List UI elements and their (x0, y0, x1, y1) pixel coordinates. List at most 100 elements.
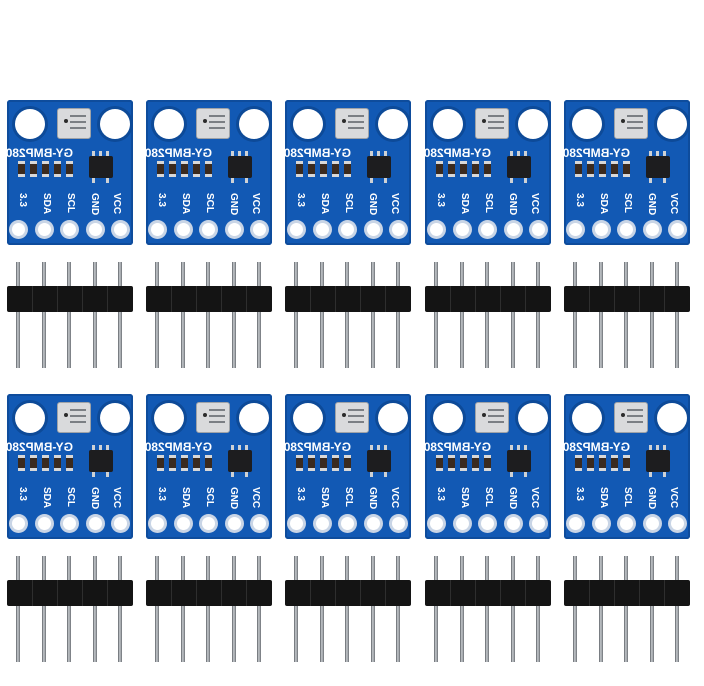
mounting-hole-right (378, 109, 408, 139)
header-divider (196, 580, 197, 606)
header-pin-front (675, 262, 679, 286)
solder-pad (481, 223, 494, 236)
pin-label: SDA (180, 487, 191, 509)
pin-label: SCL (204, 193, 215, 213)
smd-component (472, 161, 479, 177)
chip-lead (245, 472, 248, 477)
header-divider (450, 286, 451, 312)
pin-label: GND (507, 193, 518, 216)
solder-pad (392, 517, 405, 530)
mounting-hole-left (433, 403, 463, 433)
chip-lead (106, 178, 109, 183)
header-pin-front (67, 556, 71, 580)
pin-header (7, 556, 133, 662)
pin-label: SDA (319, 487, 330, 509)
header-divider (310, 580, 311, 606)
smd-component (484, 455, 491, 471)
pin-header (425, 556, 551, 662)
header-pin (396, 262, 400, 368)
header-divider (500, 580, 501, 606)
mounting-hole-left (15, 109, 45, 139)
solder-pad (253, 223, 266, 236)
header-pin (16, 262, 20, 368)
chip-lead (231, 472, 234, 477)
solder-pad (89, 517, 102, 530)
chip-lead (238, 445, 241, 450)
header-pin (345, 556, 349, 662)
chip-lead (377, 445, 380, 450)
brand-label: GY-BMP280 (5, 146, 73, 160)
pressure-sensor-chip (335, 402, 369, 433)
header-pin (536, 556, 540, 662)
pin-label: VCC (529, 487, 540, 509)
header-pin-front (181, 556, 185, 580)
header-pin-front (460, 262, 464, 286)
header-plastic (425, 286, 551, 312)
header-pin-front (371, 556, 375, 580)
sensor-marking (348, 115, 364, 117)
smd-component (42, 161, 49, 177)
header-pin-front (155, 262, 159, 286)
chip-lead (663, 472, 666, 477)
header-divider (196, 286, 197, 312)
header-divider (639, 580, 640, 606)
chip-lead (663, 178, 666, 183)
pressure-sensor-chip (196, 402, 230, 433)
pin-label: VCC (111, 487, 122, 509)
smd-component (30, 455, 37, 471)
header-divider (639, 286, 640, 312)
header-divider (82, 580, 83, 606)
header-pin-front (460, 556, 464, 580)
smd-component (611, 455, 618, 471)
header-pin-front (16, 262, 20, 286)
header-pin-front (485, 262, 489, 286)
solder-pad (63, 517, 76, 530)
sensor-pin1-dot (203, 119, 207, 123)
solder-pad (456, 223, 469, 236)
header-pin-front (345, 556, 349, 580)
header-pin (371, 556, 375, 662)
header-divider (221, 580, 222, 606)
header-divider (664, 580, 665, 606)
pin-label: VCC (389, 193, 400, 215)
header-pin-front (232, 556, 236, 580)
solder-pad (620, 517, 633, 530)
solder-pad (367, 517, 380, 530)
smd-component (18, 161, 25, 177)
solder-pad (392, 223, 405, 236)
smd-component (332, 455, 339, 471)
header-plastic (425, 580, 551, 606)
pin-label: SDA (41, 487, 52, 509)
sensor-pin1-dot (64, 413, 68, 417)
header-pin-front (573, 556, 577, 580)
chip-lead (524, 445, 527, 450)
pin-label: VCC (250, 193, 261, 215)
pin-label: SDA (459, 193, 470, 215)
smd-component (169, 455, 176, 471)
sensor-pin1-dot (342, 119, 346, 123)
pin-label: SDA (598, 487, 609, 509)
solder-pad (341, 223, 354, 236)
chip-lead (384, 445, 387, 450)
solder-pad (177, 517, 190, 530)
chip-lead (92, 472, 95, 477)
chip-lead (510, 445, 513, 450)
header-divider (32, 580, 33, 606)
smd-component (157, 161, 164, 177)
mounting-hole-left (15, 403, 45, 433)
pin-label: 3.3 (156, 193, 167, 207)
mounting-hole-left (433, 109, 463, 139)
solder-pad (38, 223, 51, 236)
header-pin-front (232, 262, 236, 286)
sensor-pin1-dot (203, 413, 207, 417)
solder-pad (151, 223, 164, 236)
solder-pad (367, 223, 380, 236)
header-pin (232, 262, 236, 368)
header-divider (310, 286, 311, 312)
header-divider (475, 286, 476, 312)
smd-component (66, 161, 73, 177)
pin-label: SCL (622, 193, 633, 213)
